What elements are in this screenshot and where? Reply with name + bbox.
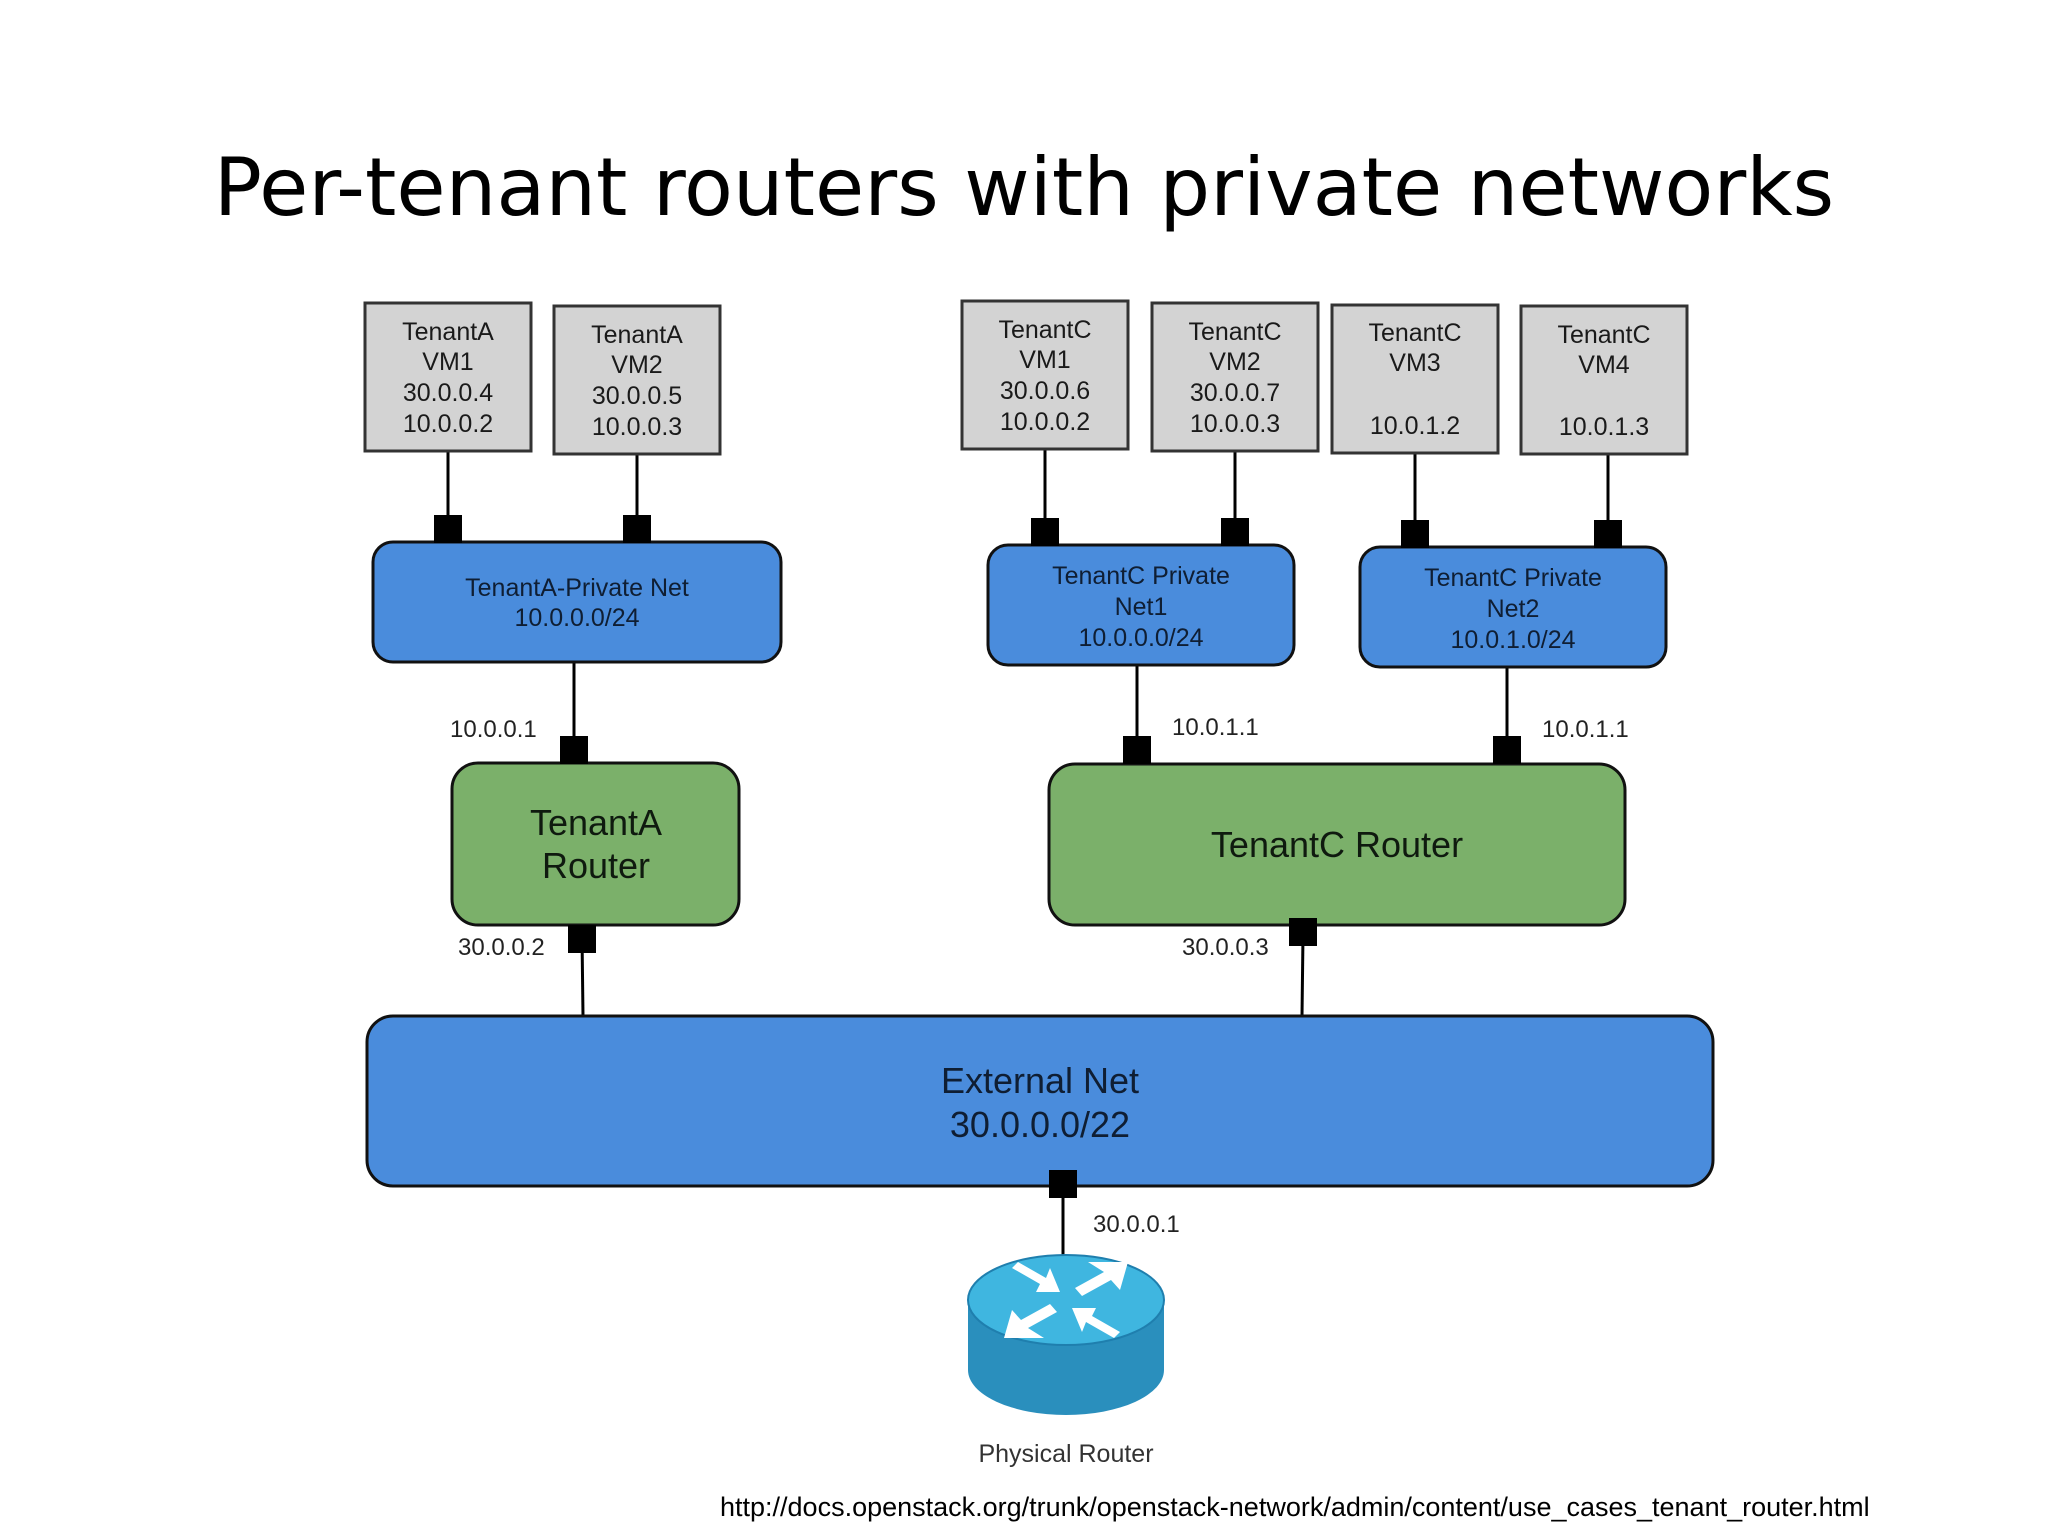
vm-label-line: 10.0.1.2 bbox=[1370, 412, 1460, 440]
ip-label-c-router-net2: 10.0.1.1 bbox=[1542, 716, 1629, 743]
ip-label-c-router-external: 30.0.0.3 bbox=[1182, 934, 1269, 961]
port-c-router-net2 bbox=[1493, 736, 1521, 764]
vm-label-line: VM3 bbox=[1389, 349, 1440, 377]
ip-label-a-router-external: 30.0.0.2 bbox=[458, 934, 545, 961]
slide-title: Per-tenant routers with private networks bbox=[213, 141, 1835, 234]
ip-label-physical-router: 30.0.0.1 bbox=[1093, 1211, 1180, 1238]
physical-router-label: Physical Router bbox=[978, 1440, 1153, 1468]
connection-lines bbox=[446, 448, 1610, 1268]
external-net-label: External Net bbox=[941, 1060, 1139, 1101]
vm-label-line: TenantC bbox=[1368, 319, 1461, 347]
port-a-vm2 bbox=[623, 515, 651, 543]
router-label-line: TenantC Router bbox=[1211, 824, 1463, 865]
port-a-router-external bbox=[568, 925, 596, 953]
vm-label-line: 30.0.0.7 bbox=[1190, 379, 1280, 407]
port-c-vm2 bbox=[1221, 518, 1249, 546]
port-c-router-net1 bbox=[1123, 736, 1151, 764]
vm-label-line: VM4 bbox=[1578, 351, 1630, 379]
external-net-cidr: 30.0.0.0/22 bbox=[950, 1104, 1130, 1145]
net-label-line: TenantC Private bbox=[1052, 562, 1230, 590]
net-label-line: TenantA-Private Net bbox=[465, 574, 689, 602]
net-label-line: 10.0.1.0/24 bbox=[1450, 626, 1575, 654]
source-url[interactable]: http://docs.openstack.org/trunk/openstac… bbox=[720, 1492, 1870, 1522]
vm-label-line: VM1 bbox=[422, 348, 473, 376]
router-tenant-a[interactable]: TenantA Router bbox=[450, 761, 741, 927]
net-label-line: 10.0.0.0/24 bbox=[1078, 624, 1203, 652]
vm-box-c-vm1[interactable]: TenantC VM1 30.0.0.6 10.0.0.2 bbox=[960, 299, 1130, 451]
router-label-line: TenantA bbox=[530, 802, 662, 843]
ports bbox=[434, 515, 1622, 1198]
vm-label-line: TenantC bbox=[1557, 321, 1650, 349]
private-net-tenant-a[interactable]: TenantA-Private Net 10.0.0.0/24 bbox=[371, 540, 783, 664]
vm-label-line: TenantA bbox=[591, 321, 683, 349]
vm-label-line: VM1 bbox=[1019, 346, 1070, 374]
net-label-line: TenantC Private bbox=[1424, 564, 1602, 592]
vm-label-line: VM2 bbox=[1209, 348, 1260, 376]
port-physical-router bbox=[1049, 1170, 1077, 1198]
vm-label-line: TenantA bbox=[402, 318, 494, 346]
vm-label-line: 10.0.0.2 bbox=[403, 410, 493, 438]
port-c-router-external bbox=[1289, 918, 1317, 946]
port-a-vm1 bbox=[434, 515, 462, 543]
vm-box-a-vm1[interactable]: TenantA VM1 30.0.0.4 10.0.0.2 bbox=[363, 301, 533, 453]
vm-label-line: 30.0.0.4 bbox=[403, 379, 493, 407]
router-label-line: Router bbox=[542, 845, 650, 886]
net-label-line: Net2 bbox=[1487, 595, 1540, 623]
vm-label-line: TenantC bbox=[998, 316, 1091, 344]
vm-label-line: 30.0.0.6 bbox=[1000, 377, 1090, 405]
vm-label-line: VM2 bbox=[611, 351, 662, 379]
link-c-router-ext bbox=[1300, 934, 1305, 1017]
vm-label-line: 10.0.0.2 bbox=[1000, 408, 1090, 436]
ip-label-a-router-internal: 10.0.0.1 bbox=[450, 716, 537, 743]
vm-box-a-vm2[interactable]: TenantA VM2 30.0.0.5 10.0.0.3 bbox=[552, 304, 722, 456]
private-net-tenant-c-net2[interactable]: TenantC Private Net2 10.0.1.0/24 bbox=[1358, 545, 1668, 669]
vm-label-line: 30.0.0.5 bbox=[592, 382, 682, 410]
vm-label-line: 10.0.0.3 bbox=[592, 413, 682, 441]
port-c-vm3 bbox=[1401, 520, 1429, 548]
port-c-vm1 bbox=[1031, 518, 1059, 546]
vm-label-line: TenantC bbox=[1188, 318, 1281, 346]
private-net-tenant-c-net1[interactable]: TenantC Private Net1 10.0.0.0/24 bbox=[986, 543, 1296, 667]
vm-box-c-vm4[interactable]: TenantC VM4 10.0.1.3 bbox=[1519, 304, 1689, 456]
router-icon[interactable] bbox=[967, 1254, 1165, 1415]
vm-box-c-vm2[interactable]: TenantC VM2 30.0.0.7 10.0.0.3 bbox=[1150, 301, 1320, 453]
net-label-line: Net1 bbox=[1115, 593, 1168, 621]
vm-label-line: 10.0.1.3 bbox=[1559, 413, 1649, 441]
net-label-line: 10.0.0.0/24 bbox=[514, 604, 639, 632]
vm-box-c-vm3[interactable]: TenantC VM3 10.0.1.2 bbox=[1330, 303, 1500, 455]
port-c-vm4 bbox=[1594, 520, 1622, 548]
vm-label-line: 10.0.0.3 bbox=[1190, 410, 1280, 438]
router-tenant-c[interactable]: TenantC Router bbox=[1047, 762, 1627, 927]
port-a-router-internal bbox=[560, 736, 588, 764]
external-net[interactable]: External Net 30.0.0.0/22 bbox=[365, 1014, 1715, 1188]
ip-label-c-router-net1: 10.0.1.1 bbox=[1172, 714, 1259, 741]
